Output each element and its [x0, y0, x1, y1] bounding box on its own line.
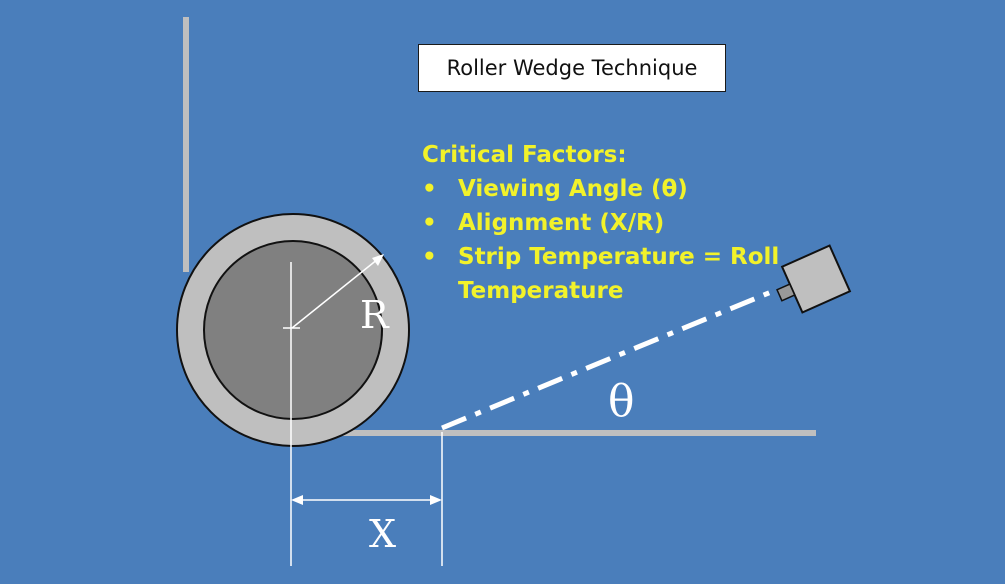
roller-inner	[203, 240, 383, 420]
radius-line	[291, 258, 379, 329]
factor-item: Strip Temperature = Roll Temperature	[422, 240, 842, 308]
factor-item: Alignment (X/R)	[422, 206, 842, 240]
sight-line	[441, 287, 777, 431]
radius-arrowhead	[372, 254, 384, 266]
critical-factors: Critical Factors: Viewing Angle (θ) Alig…	[422, 138, 842, 308]
radius-label: R	[360, 293, 389, 337]
offset-label: X	[369, 512, 397, 556]
diagram-title: Roller Wedge Technique	[418, 44, 726, 92]
critical-factors-heading: Critical Factors:	[422, 142, 627, 168]
strip-line	[330, 430, 816, 436]
vertical-wall	[183, 17, 189, 272]
factor-item: Viewing Angle (θ)	[422, 172, 842, 206]
x-arrowhead-right	[430, 495, 442, 505]
angle-label: θ	[608, 376, 635, 427]
critical-factors-list: Viewing Angle (θ) Alignment (X/R) Strip …	[422, 172, 842, 308]
x-arrowhead-left	[291, 495, 303, 505]
